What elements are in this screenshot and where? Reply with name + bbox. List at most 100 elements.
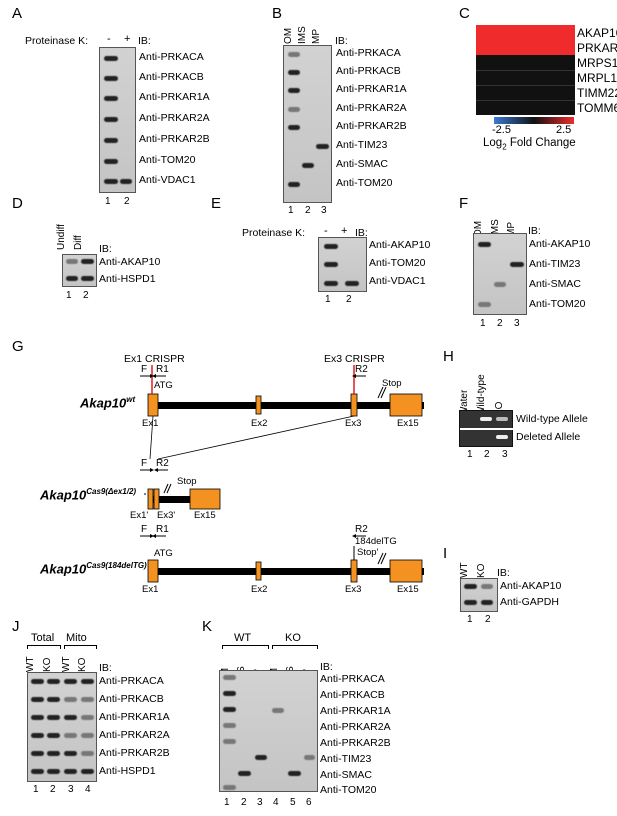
- row-label: Anti-TOM20: [529, 298, 586, 310]
- ib-label: IB:: [335, 35, 348, 47]
- row-label: Anti-SMAC: [320, 769, 372, 781]
- row-label: Anti-PRKAR1A: [99, 711, 170, 723]
- row-label: Anti-TIM23: [529, 258, 581, 270]
- panel-label: F: [459, 195, 469, 212]
- lane-number: 3: [502, 449, 508, 460]
- blot-image: [283, 45, 332, 203]
- ib-label: IB:: [355, 227, 368, 239]
- atg-label: ATG: [154, 380, 173, 391]
- row-label: Anti-PRKACA: [336, 47, 401, 59]
- exon-label: Ex15: [397, 584, 419, 595]
- lane-number: 1: [224, 797, 230, 808]
- lane-number: 1: [325, 294, 331, 305]
- row-label: Anti-PRKAR2B: [336, 120, 407, 132]
- row-label: Anti-HSPD1: [99, 273, 156, 285]
- gene-label: TIMM22: [577, 86, 617, 100]
- blot-image: [318, 237, 367, 292]
- panel-label: A: [12, 5, 23, 22]
- row-label: Anti-VDAC1: [139, 174, 196, 186]
- exon-label: Ex1: [142, 584, 159, 595]
- column-header: KO: [77, 657, 88, 672]
- ib-label: IB:: [320, 661, 333, 673]
- blot-image: [27, 672, 97, 782]
- row-label: Anti-PRKACA: [99, 675, 164, 687]
- gene-label: TOMM6: [577, 101, 617, 115]
- lane-number: 3: [257, 797, 263, 808]
- exon-label: Ex1: [142, 418, 159, 429]
- panel-label: E: [211, 195, 222, 212]
- plus-label: +: [124, 33, 131, 45]
- group-label: WT: [234, 632, 252, 644]
- row-label: Anti-VDAC1: [369, 275, 426, 287]
- minus-label: -: [107, 33, 111, 45]
- ib-label: IB:: [99, 243, 112, 255]
- lane-number: 1: [288, 205, 294, 216]
- lane-number: 1: [33, 784, 39, 795]
- ib-label: IB:: [497, 567, 510, 579]
- row-label: Anti-PRKAR2A: [99, 729, 170, 741]
- row-label: Anti-SMAC: [336, 158, 388, 170]
- panel-label: J: [12, 618, 20, 635]
- row-label: Anti-GAPDH: [500, 596, 559, 608]
- primer-label: R2: [355, 524, 368, 535]
- exon-label: Ex3': [157, 510, 176, 521]
- row-label: Anti-PRKACB: [139, 71, 204, 83]
- lane-number: 2: [305, 205, 311, 216]
- lane-number: 1: [66, 290, 72, 301]
- row-label: Deleted Allele: [516, 431, 581, 443]
- exon-label: Ex1': [130, 510, 149, 521]
- row-label: Anti-SMAC: [529, 278, 581, 290]
- exon-label: Ex2: [251, 418, 268, 429]
- row-label: Anti-PRKACB: [336, 65, 401, 77]
- blot-image: [219, 670, 318, 792]
- gene-label: MRPS11: [577, 56, 617, 70]
- lane-number: 2: [124, 196, 130, 207]
- row-label: Anti-HSPD1: [99, 765, 156, 777]
- lane-number: 3: [321, 205, 327, 216]
- column-header: WT: [25, 656, 36, 672]
- exon-label: Ex2: [251, 584, 268, 595]
- exon-label: Ex3: [345, 584, 362, 595]
- lane-number: 2: [346, 294, 352, 305]
- row-label: Anti-PRKAR2B: [139, 133, 210, 145]
- lane-number: 2: [50, 784, 56, 795]
- row-label: Anti-PRKAR1A: [320, 705, 391, 717]
- lane-number: 2: [83, 290, 89, 301]
- blot-image: [62, 254, 97, 287]
- gene-label: PRKAR2B: [577, 41, 617, 55]
- row-label: Anti-PRKAR2B: [320, 737, 391, 749]
- scale-max: 2.5: [556, 124, 572, 136]
- column-header: WT: [459, 562, 470, 578]
- panel-label: B: [272, 5, 283, 22]
- row-label: Anti-AKAP10: [500, 580, 562, 592]
- ib-label: IB:: [99, 662, 112, 674]
- lane-number: 1: [480, 318, 486, 329]
- group-label: Mito: [66, 632, 87, 644]
- row-label: Anti-TOM20: [369, 257, 426, 269]
- row-label: Anti-TOM20: [336, 177, 393, 189]
- primer-label: R1: [156, 364, 169, 375]
- row-label: Anti-PRKAR2B: [99, 747, 170, 759]
- atg-label: ATG: [154, 548, 173, 559]
- lane-number: 3: [514, 318, 520, 329]
- lane-number: 2: [241, 797, 247, 808]
- panel-label: I: [443, 545, 448, 562]
- lane-number: 4: [273, 797, 279, 808]
- primer-label: R2: [355, 364, 368, 375]
- panel-label: G: [12, 338, 24, 355]
- row-label: Anti-TOM20: [139, 154, 196, 166]
- panel-label: C: [459, 5, 470, 22]
- panel-label: D: [12, 195, 23, 212]
- blot-image: [99, 47, 136, 193]
- stop-label: Stop: [382, 378, 402, 389]
- panel-label: H: [443, 348, 454, 365]
- exon-1: [147, 393, 159, 417]
- plus-label: +: [341, 225, 348, 237]
- lane-number: 5: [290, 797, 296, 808]
- row-label: Anti-PRKACA: [320, 673, 385, 685]
- row-label: Anti-PRKAR2A: [336, 102, 407, 114]
- lane-number: 4: [85, 784, 91, 795]
- blot-image: [473, 233, 527, 315]
- lane-number: 1: [467, 614, 473, 625]
- lane-number: 1: [105, 196, 111, 207]
